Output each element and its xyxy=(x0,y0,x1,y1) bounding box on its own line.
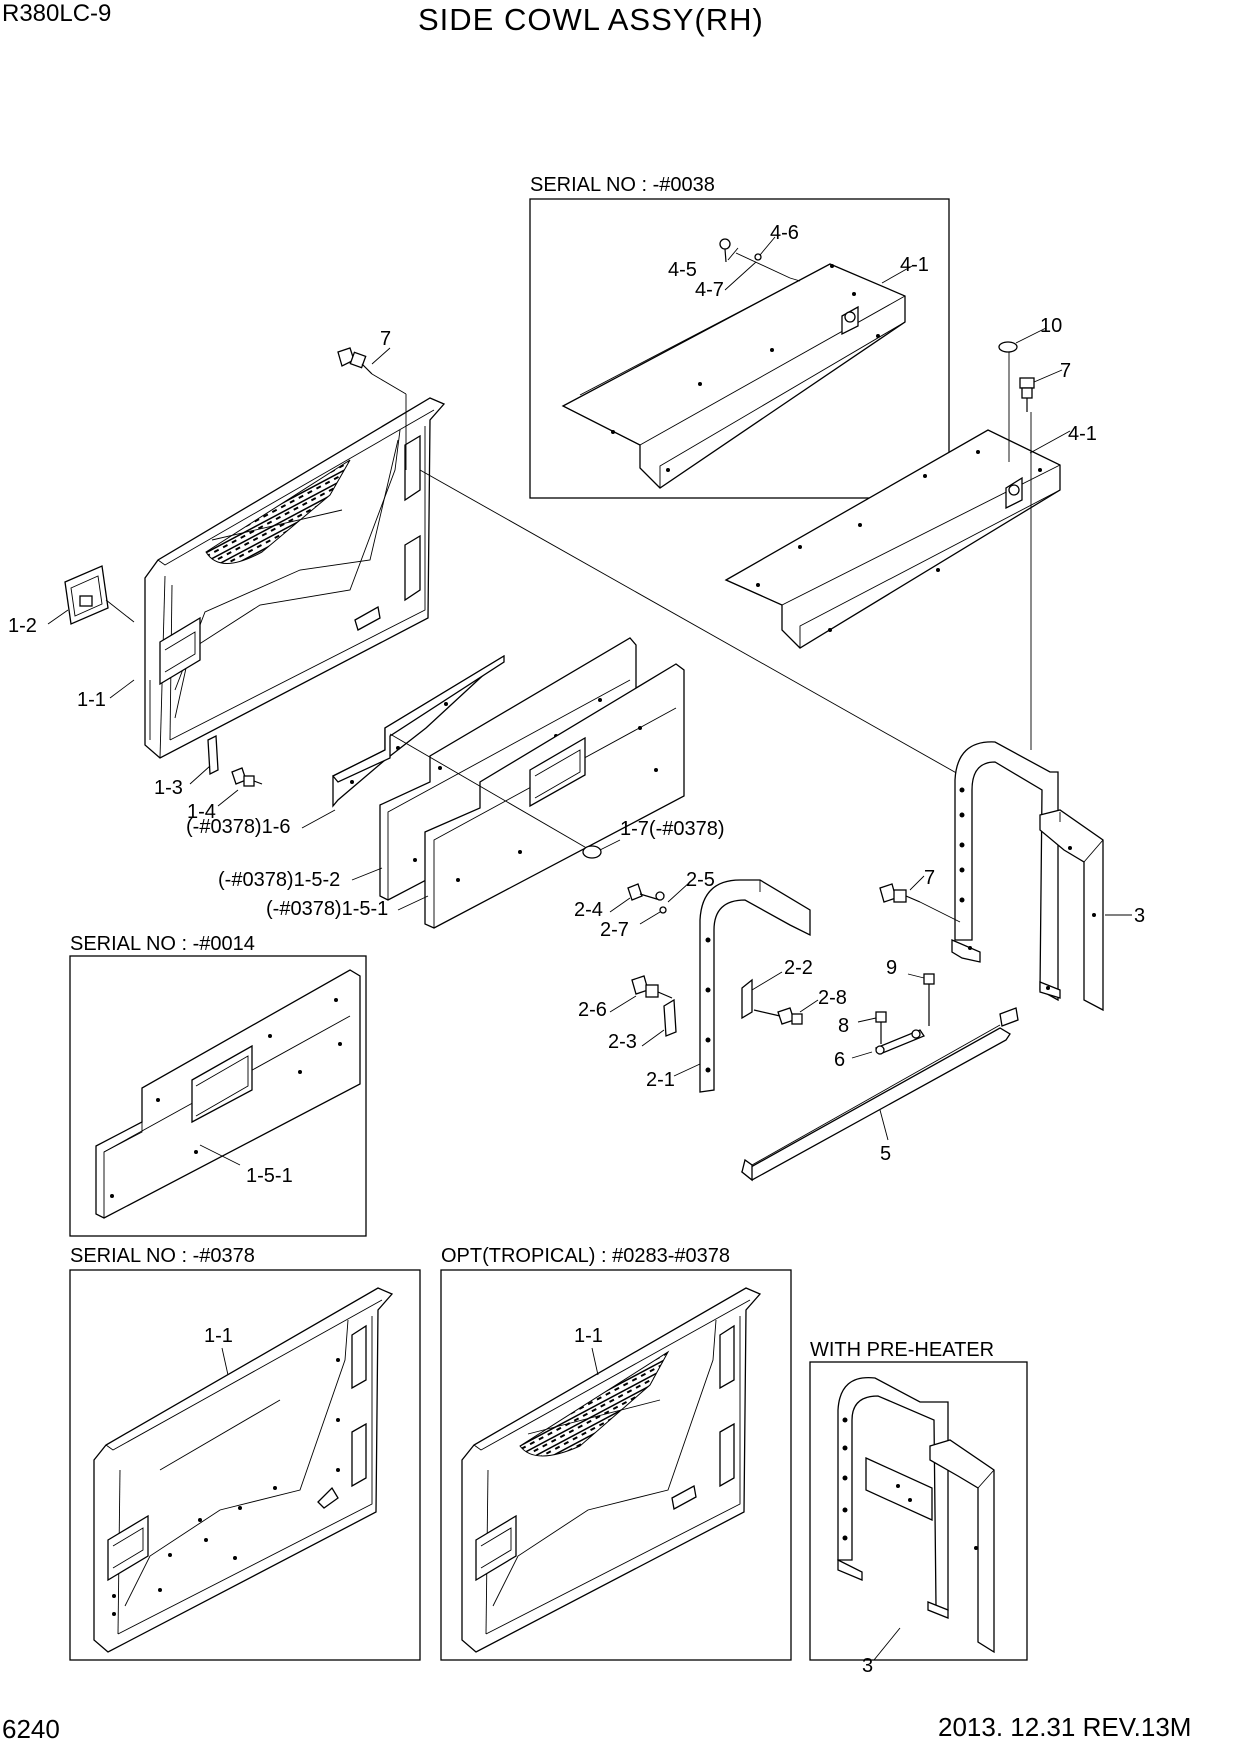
callout-5: 5 xyxy=(880,1143,891,1165)
callout-2-3: 2-3 xyxy=(608,1031,637,1053)
callout-10: 10 xyxy=(1040,315,1062,337)
callout-1-1: 1-1 xyxy=(77,689,106,711)
pin-8 xyxy=(857,1011,887,1044)
callout-7-top: 7 xyxy=(380,328,391,350)
inset-frame xyxy=(69,1269,421,1661)
inset-pre-heater: WITH PRE-HEATER xyxy=(809,1339,1028,1661)
page-number: 6240 xyxy=(2,1714,60,1744)
plate-2-2 xyxy=(741,971,783,1020)
plug-1-7 xyxy=(582,839,621,859)
callout-2-5: 2-5 xyxy=(686,869,715,891)
inset-label: SERIAL NO : -#0378 xyxy=(70,1245,255,1267)
bracket-3 xyxy=(951,741,1132,1012)
callout-1-5-1: (-#0378)1-5-1 xyxy=(266,898,388,920)
callout-4-5: 4-5 xyxy=(668,259,697,281)
callout-2-7: 2-7 xyxy=(600,919,629,941)
callout-1-4: 1-4 xyxy=(187,801,216,823)
leader-door-to-bracket xyxy=(419,469,961,776)
model-label: R380LC-9 xyxy=(2,0,112,27)
callout-4-6: 4-6 xyxy=(770,222,799,244)
inset-label: SERIAL NO : -#0014 xyxy=(70,933,255,955)
revision-date: 2013. 12.31 REV.13M xyxy=(938,1712,1192,1742)
bracket-2-1 xyxy=(699,879,811,1093)
callout-9: 9 xyxy=(886,957,897,979)
callout-1-5-2: (-#0378)1-5-2 xyxy=(218,869,340,891)
inset-serial-0014: SERIAL NO : -#0014 xyxy=(69,933,367,1237)
callout-2-6: 2-6 xyxy=(578,999,607,1021)
callout-2-4: 2-4 xyxy=(574,899,603,921)
inset-tropical: OPT(TROPICAL) : #0283-#0378 xyxy=(440,1245,792,1661)
callout-8: 8 xyxy=(838,1015,849,1037)
cap-10 xyxy=(998,327,1047,462)
bolt-7-right xyxy=(1019,369,1063,750)
leader-1-7 xyxy=(389,733,591,851)
side-door-1-1 xyxy=(144,397,446,759)
panel-1-6 xyxy=(331,654,505,808)
bolt-7-top xyxy=(337,347,407,470)
bolt-7-mid xyxy=(879,875,961,923)
callout-1-7: 1-7(-#0378) xyxy=(620,818,725,840)
inset-frame xyxy=(440,1269,792,1661)
bolt-4-5 xyxy=(719,238,731,263)
callout-2-8: 2-8 xyxy=(818,987,847,1009)
callout-7-right: 7 xyxy=(1060,360,1071,382)
washer-2-5 xyxy=(655,891,665,901)
callout-2-2: 2-2 xyxy=(784,957,813,979)
callout-1-2: 1-2 xyxy=(8,615,37,637)
page-title: SIDE COWL ASSY(RH) xyxy=(418,2,764,37)
inset-serial-0378: SERIAL NO : -#0378 xyxy=(69,1245,421,1661)
callout-4-1: 4-1 xyxy=(1068,423,1097,445)
plate-2-3 xyxy=(641,998,677,1047)
panel-1-5-1 xyxy=(424,663,685,929)
latch-6 xyxy=(851,1029,925,1059)
inset-frame xyxy=(809,1361,1028,1661)
inset-label: SERIAL NO : -#0038 xyxy=(530,174,715,196)
bolt-2-4 xyxy=(609,883,661,913)
bolt-2-6 xyxy=(609,975,673,1013)
pin-9 xyxy=(907,973,935,1026)
callout-1-6: (-#0378)1-6 xyxy=(186,816,291,838)
washer-2-7 xyxy=(659,906,667,914)
bolt-1-4 xyxy=(217,767,263,807)
callout-4-7: 4-7 xyxy=(695,279,724,301)
callout-1-5-1-inset: 1-5-1 xyxy=(246,1165,293,1187)
inset-frame xyxy=(529,198,950,499)
bolt-2-8 xyxy=(753,999,819,1025)
cover-plate-4-1 xyxy=(724,429,1061,649)
inset-label: OPT(TROPICAL) : #0283-#0378 xyxy=(441,1245,730,1267)
callout-3: 3 xyxy=(1134,905,1145,927)
callout-1-1-inset-b: 1-1 xyxy=(574,1325,603,1347)
callout-4-1-inset: 4-1 xyxy=(900,254,929,276)
inset-frame xyxy=(69,955,367,1237)
inset-serial-0038: SERIAL NO : -#0038 xyxy=(529,174,950,499)
callout-6: 6 xyxy=(834,1049,845,1071)
latch-1-3 xyxy=(189,734,219,785)
callout-1-3: 1-3 xyxy=(154,777,183,799)
callout-7-mid: 7 xyxy=(924,867,935,889)
washer-4-6 xyxy=(754,253,762,261)
callout-3-inset: 3 xyxy=(862,1655,873,1677)
callout-2-1: 2-1 xyxy=(646,1069,675,1091)
handle-1-2 xyxy=(47,565,135,625)
inset-label: WITH PRE-HEATER xyxy=(810,1339,994,1361)
callout-1-1-inset-a: 1-1 xyxy=(204,1325,233,1347)
rail-5 xyxy=(740,1007,1019,1182)
upper-cover-plate-inset xyxy=(561,263,906,489)
